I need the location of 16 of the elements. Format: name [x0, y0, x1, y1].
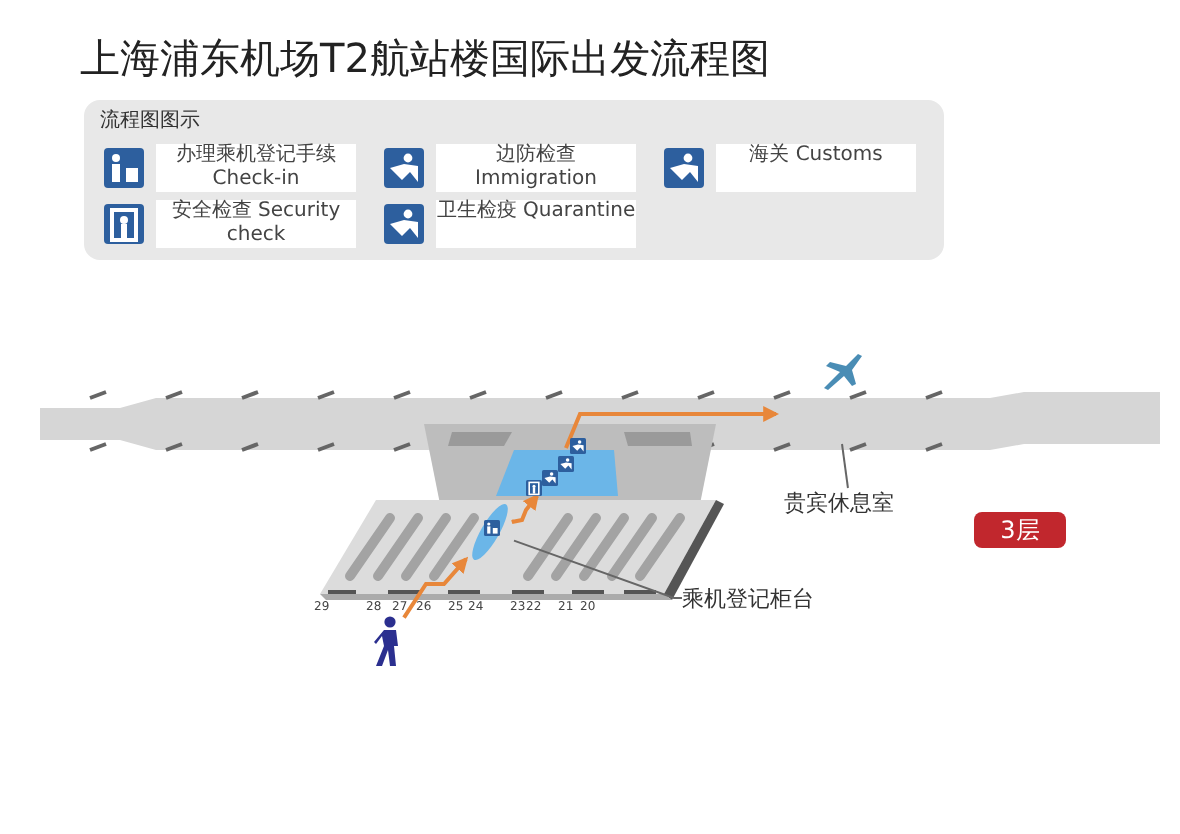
leader-line [841, 443, 849, 489]
floor-badge: 3层 [974, 512, 1066, 548]
route-arrow [510, 493, 540, 524]
person-figure [372, 616, 404, 668]
legend-text: 安全检查 Security check [156, 200, 356, 248]
callout-label: 乘机登记柜台 [682, 584, 814, 614]
legend-text: 办理乘机登记手续 Check-in [156, 144, 356, 192]
title: 上海浦东机场T2航站楼国际出发流程图 [80, 32, 770, 86]
legend-text: 边防检查 Immigration [436, 144, 636, 192]
callout-label: 贵宾休息室 [784, 488, 894, 518]
leader-line [513, 539, 683, 600]
legend-text: 卫生检疫 Quarantine [436, 200, 636, 248]
legend-text: 海关 Customs [716, 144, 916, 192]
legend-heading: 流程图图示 [100, 107, 200, 134]
route-arrow [564, 406, 780, 449]
route-arrow [402, 556, 469, 619]
